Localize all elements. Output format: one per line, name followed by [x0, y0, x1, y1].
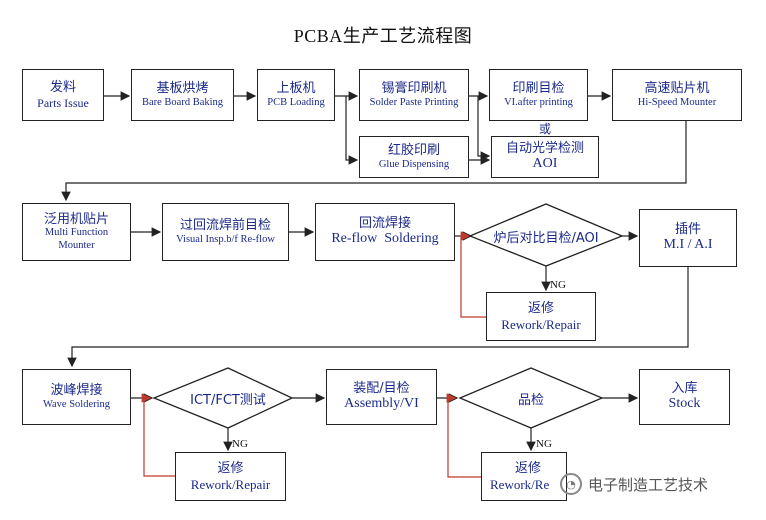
feedback-rework1: [460, 231, 486, 318]
node-aoi-en: AOI: [532, 156, 558, 172]
node-rework-1-en: Rework/Repair: [501, 316, 581, 332]
node-multi-function-mounter-en: Multi Function Mounter: [44, 227, 109, 251]
node-assembly-vi: 装配/目检 Assembly/VI: [326, 369, 437, 425]
node-rework-2-zh: 返修: [217, 460, 244, 476]
node-pcb-loading: 上板机 PCB Loading: [257, 69, 335, 121]
node-vi-after-printing: 印刷目检 VI.after printing: [489, 69, 588, 121]
node-vi-after-printing-zh: 印刷目检: [512, 80, 565, 96]
watermark: ◔ 电子制造工艺技术: [560, 473, 708, 495]
watermark-text: 电子制造工艺技术: [588, 475, 709, 494]
diamond-post-reflow-check: [468, 203, 624, 267]
node-bare-board-baking: 基板烘烤 Bare Board Baking: [131, 69, 234, 121]
or-label: 或: [538, 121, 551, 136]
node-rework-2: 返修 Rework/Repair: [175, 452, 286, 501]
node-reflow-soldering-en: Re-flow Soldering: [331, 231, 439, 247]
ng-label-2: NG: [232, 438, 248, 450]
page-title: PCBA生产工艺流程图: [293, 26, 473, 46]
node-reflow-soldering: 回流焊接 Re-flow Soldering: [315, 203, 455, 261]
ng-label-1: NG: [550, 279, 566, 291]
node-visual-insp-en: Visual Insp.b/f Re-flow: [176, 233, 275, 245]
node-parts-issue: 发料 Parts Issue: [22, 69, 104, 121]
node-hi-speed-mounter-en: Hi-Speed Mounter: [637, 96, 717, 108]
node-pcb-loading-zh: 上板机: [276, 80, 316, 96]
node-reflow-soldering-zh: 回流焊接: [358, 215, 411, 231]
node-rework-2-en: Rework/Repair: [190, 476, 271, 492]
node-stock-en: Stock: [668, 396, 701, 412]
node-pcb-loading-en: PCB Loading: [267, 96, 325, 108]
ng-label-3: NG: [536, 438, 552, 450]
arrow-row2-to-row3: [67, 267, 689, 368]
node-glue-dispensing-en: Glue Dispensing: [378, 158, 450, 170]
feedback-rework3: [446, 393, 481, 478]
node-mi-ai: 插件 M.I / A.I: [639, 209, 737, 267]
node-mi-ai-en: M.I / A.I: [663, 237, 713, 253]
node-assembly-vi-en: Assembly/VI: [344, 396, 419, 412]
node-bare-board-baking-en: Bare Board Baking: [141, 96, 224, 108]
arrow-loading-to-glue: [345, 96, 359, 165]
node-wave-soldering: 波峰焊接 Wave Soldering: [22, 369, 131, 425]
diamond-ict-fct: [152, 367, 294, 429]
node-assembly-vi-zh: 装配/目检: [353, 380, 410, 396]
node-visual-insp: 过回流焊前目检 Visual Insp.b/f Re-flow: [162, 203, 289, 261]
feedback-rework2: [141, 393, 175, 477]
ict-fct-label: ICT/FCT测试: [190, 392, 266, 408]
node-aoi-zh: 自动光学检测: [505, 140, 584, 156]
node-aoi: 自动光学检测 AOI: [491, 136, 599, 178]
node-multi-function-mounter: 泛用机贴片 Multi Function Mounter: [22, 203, 131, 261]
node-hi-speed-mounter-zh: 高速贴片机: [644, 80, 710, 96]
node-solder-paste-printing-en: Solder Paste Printing: [369, 96, 459, 108]
node-vi-after-printing-en: VI.after printing: [504, 96, 573, 108]
node-bare-board-baking-zh: 基板烘烤: [156, 80, 209, 96]
node-visual-insp-zh: 过回流焊前目检: [179, 217, 271, 233]
node-wave-soldering-en: Wave Soldering: [42, 398, 111, 410]
node-glue-dispensing: 红胶印刷 Glue Dispensing: [359, 136, 469, 178]
node-hi-speed-mounter: 高速贴片机 Hi-Speed Mounter: [612, 69, 742, 121]
node-multi-function-mounter-zh: 泛用机贴片: [43, 211, 109, 227]
node-rework-3-zh: 返修: [514, 460, 541, 476]
node-solder-paste-printing: 锡膏印刷机 Solder Paste Printing: [359, 69, 469, 121]
node-parts-issue-en: Parts Issue: [37, 95, 89, 110]
node-wave-soldering-zh: 波峰焊接: [50, 382, 103, 398]
node-rework-3: 返修 Rework/Re: [481, 452, 567, 501]
wechat-icon: ◔: [560, 473, 582, 495]
node-parts-issue-zh: 发料: [49, 80, 76, 95]
node-rework-1-zh: 返修: [527, 300, 554, 316]
qc-label: 品检: [517, 392, 544, 408]
node-rework-1: 返修 Rework/Repair: [486, 292, 596, 341]
post-reflow-check-label: 炉后对比目检/AOI: [493, 230, 599, 246]
arrow-paste-to-aoi: [477, 96, 491, 161]
arrow-row1-to-row2: [61, 121, 687, 202]
node-stock: 入库 Stock: [639, 369, 730, 425]
node-rework-3-en: Rework/Re: [490, 476, 550, 492]
node-stock-zh: 入库: [671, 380, 698, 396]
diamond-qc: [458, 367, 604, 429]
node-glue-dispensing-zh: 红胶印刷: [387, 142, 440, 158]
node-solder-paste-printing-zh: 锡膏印刷机: [381, 80, 447, 96]
node-mi-ai-zh: 插件: [674, 221, 701, 237]
